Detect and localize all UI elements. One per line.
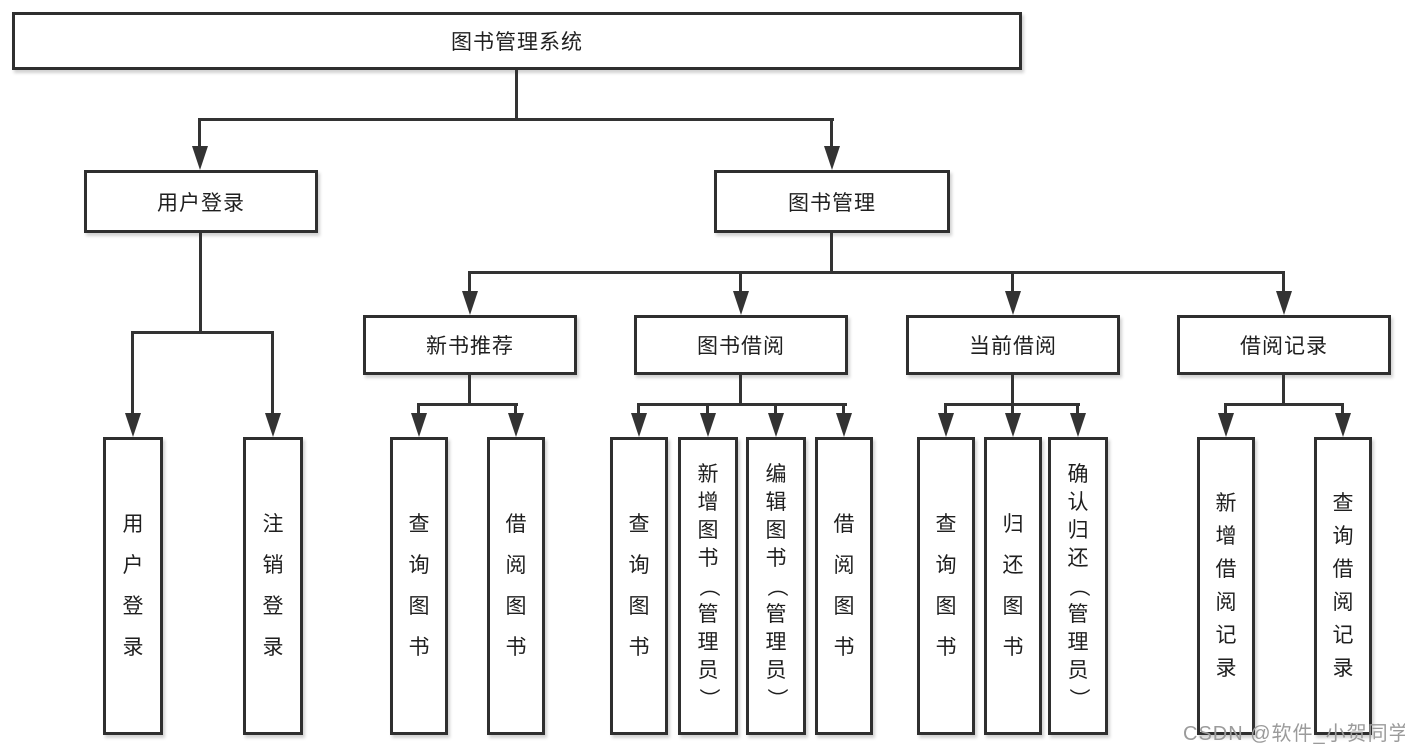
leaf-borrow-borrow-books: 借阅图书 [815,437,873,735]
leaf-current-query-books: 查询图书 [917,437,975,735]
watermark: CSDN @软件_小贺同学 [1183,723,1405,745]
arrowhead-icon [768,413,784,437]
connector-line [468,273,471,293]
connector-line [1341,405,1344,417]
leaf-logout: 注销登录 [243,437,303,735]
arrowhead-icon [1276,291,1292,315]
arrowhead-icon [462,291,478,315]
connector-line [1011,273,1014,293]
arrowhead-icon [700,413,716,437]
connector-line [1011,375,1014,406]
arrowhead-icon [1005,291,1021,315]
connector-line [637,403,847,406]
connector-line [1224,403,1344,406]
connector-line [417,403,518,406]
connector-line [830,233,833,274]
leaf-records-add-record: 新增借阅记录 [1197,437,1255,735]
leaf-borrow-add-books-admin: 新增图书（管理员） [678,437,738,735]
node-user-login: 用户登录 [84,170,318,233]
connector-line [1282,273,1285,293]
arrowhead-icon [1070,413,1086,437]
connector-line [417,405,420,417]
connector-line [199,233,202,334]
connector-line [706,405,709,417]
node-book-management: 图书管理 [714,170,950,233]
leaf-current-return-books: 归还图书 [984,437,1042,735]
arrowhead-icon [836,413,852,437]
connector-line [1282,375,1285,406]
arrowhead-icon [125,413,141,437]
connector-line [468,271,1285,274]
arrowhead-icon [265,413,281,437]
connector-line [1011,405,1014,417]
node-borrowing-records: 借阅记录 [1177,315,1391,375]
leaf-records-query-record: 查询借阅记录 [1314,437,1372,735]
connector-line [739,273,742,293]
node-book-borrowing: 图书借阅 [634,315,848,375]
leaf-current-confirm-return-admin: 确认归还（管理员） [1048,437,1108,735]
leaf-recommend-query-books: 查询图书 [390,437,448,735]
connector-line [830,120,833,150]
arrowhead-icon [1218,413,1234,437]
leaf-borrow-edit-books-admin: 编辑图书（管理员） [746,437,806,735]
connector-line [515,70,518,120]
connector-line [1224,405,1227,417]
node-library-system: 图书管理系统 [12,12,1022,70]
connector-line [739,375,742,406]
connector-line [468,375,471,406]
leaf-user-login: 用户登录 [103,437,163,735]
arrowhead-icon [1005,413,1021,437]
connector-line [514,405,517,417]
connector-line [198,120,201,150]
arrowhead-icon [824,146,840,170]
arrowhead-icon [508,413,524,437]
arrowhead-icon [733,291,749,315]
connector-line [637,405,640,417]
connector-line [842,405,845,417]
connector-line [1076,405,1079,417]
connector-line [131,331,274,334]
arrowhead-icon [411,413,427,437]
connector-line [944,403,1080,406]
connector-line [198,118,834,121]
connector-line [131,333,134,415]
connector-line [774,405,777,417]
arrowhead-icon [938,413,954,437]
arrowhead-icon [192,146,208,170]
node-new-book-recommend: 新书推荐 [363,315,577,375]
connector-line [271,333,274,415]
arrowhead-icon [1335,413,1351,437]
leaf-recommend-borrow-books: 借阅图书 [487,437,545,735]
arrowhead-icon [631,413,647,437]
leaf-borrow-query-books: 查询图书 [610,437,668,735]
node-current-borrowing: 当前借阅 [906,315,1120,375]
connector-line [944,405,947,417]
